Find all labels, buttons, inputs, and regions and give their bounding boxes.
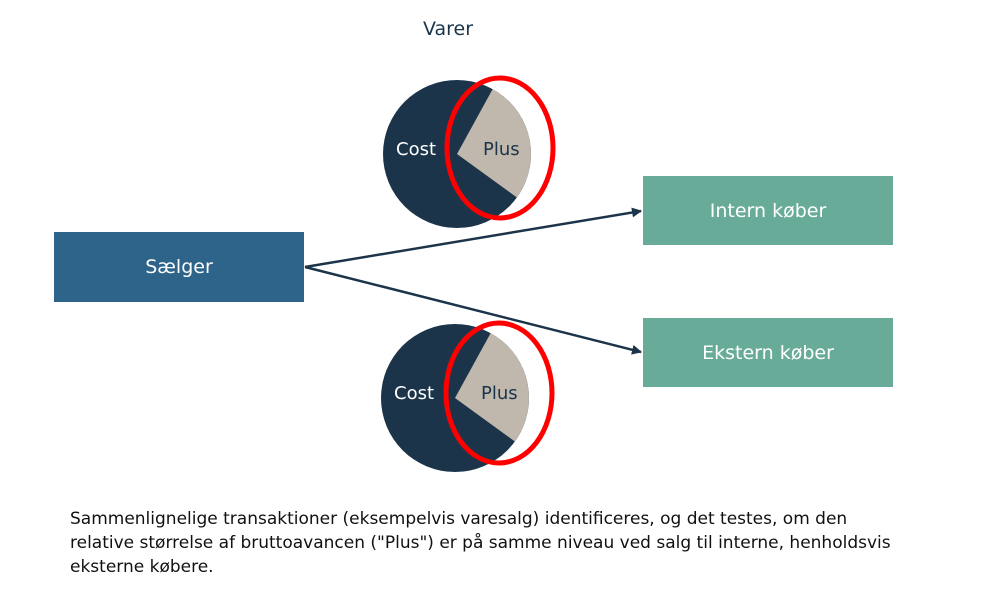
internal-buyer-box: Intern køber <box>643 176 893 245</box>
highlight-ellipse-top <box>444 75 556 221</box>
pie-slice-plus <box>455 333 529 442</box>
cost-label-top: Cost <box>396 139 437 160</box>
plus-label-top: Plus <box>483 139 520 160</box>
arrow-to-internal <box>304 207 642 269</box>
external-buyer-box: Ekstern køber <box>643 318 893 387</box>
external-buyer-label: Ekstern køber <box>702 341 834 364</box>
seller-box: Sælger <box>54 232 304 302</box>
cost-label-bottom: Cost <box>394 383 435 404</box>
plus-label-bottom: Plus <box>481 383 518 404</box>
arrow-to-external <box>304 265 642 355</box>
seller-label: Sælger <box>145 256 213 278</box>
internal-buyer-label: Intern køber <box>709 199 827 222</box>
pie-slice-plus <box>457 89 531 198</box>
goods-title: Varer <box>423 18 474 40</box>
caption-text: Sammenlignelige transaktioner (eksempelv… <box>70 509 891 577</box>
pie-chart-bottom <box>381 324 529 472</box>
highlight-ellipse-bottom <box>443 320 555 466</box>
pie-chart-top <box>383 80 531 228</box>
